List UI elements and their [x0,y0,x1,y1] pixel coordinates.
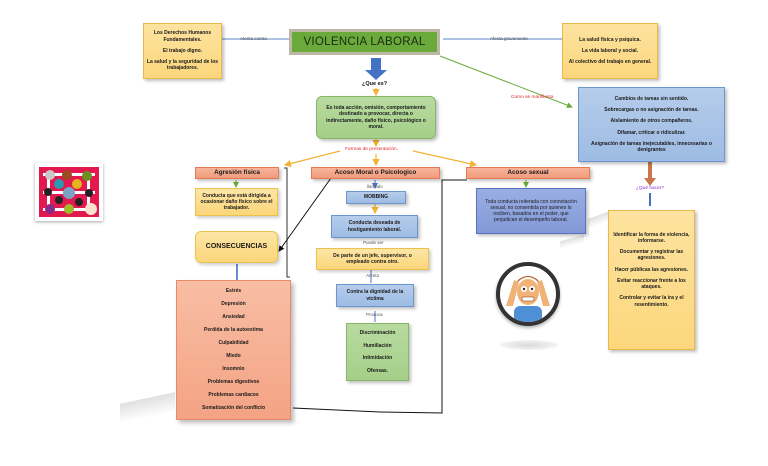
rights-item: La salud y la seguridad de los trabajado… [146,59,219,72]
label-que-es: ¿Que es? [362,81,388,87]
consequence-item: Depresión [221,301,246,308]
main-title: VIOLENCIA LABORAL [289,29,440,55]
what-to-do-item: Evitar reaccionar frente a los ataques. [617,277,686,290]
what-to-do-item: Identificar la forma de violencia, infor… [613,231,690,244]
affects-item: La vida laboral y social. [581,47,639,54]
affects-item: La salud física y psíquica. [579,36,641,43]
effects-box: Discriminación Humillación Intimidación … [346,323,409,381]
label-atenta-contra: Atenta contra [240,36,267,41]
manifestation-item: Aislamiento de otros compañeros. [610,118,693,125]
manifestation-item: Sobrecargas o no asignación de tareas. [604,107,699,113]
source-text: De parte de un jefe, supervisor, o emple… [333,252,412,265]
physical-description-text: Conducta que está dirigida a ocasionar d… [200,192,273,212]
effect-item: Humillación [363,342,392,349]
label-atenta: Atenta [366,273,380,278]
physical-header: Agresión física [195,167,279,179]
consequence-item: Somatización del conflicto [201,405,266,412]
consequence-item: Problemas digestivos [207,379,260,386]
big-arrow-down [365,58,387,80]
label-provoca: Provoca [366,312,383,317]
conduct-text: Conducta deseada de hostigamiento labora… [347,220,402,233]
rights-box: Los Derechos Humanos Fundamentales. El t… [143,23,222,79]
manifestation-item: Asignación de tareas inejecutables, inne… [591,140,712,153]
consequence-item: Miedo [226,353,241,360]
effect-item: Discriminación [359,330,396,337]
definition-text: Es toda acción, omisión, comportamiento … [326,105,426,130]
label-llamado: llamado [367,184,383,189]
board-game-illustration [35,163,103,221]
consequence-item: Perdida de la autoestima [204,327,263,334]
main-title-text: VIOLENCIA LABORAL [303,36,426,48]
consequence-item: Culpabilidad [218,340,249,347]
rights-item: El trabajo digno. [162,47,203,54]
label-que-hacer: ¿Qué hacer? [636,186,664,191]
label-formas-presentacion: Formas de presentación. [345,147,399,152]
source-box: De parte de un jefe, supervisor, o emple… [316,248,429,270]
manifestation-item: Cambios de tareas sin sentido. [614,95,689,102]
consequence-item: Problemas cardíacos [208,392,259,399]
sexual-description-text: Toda conducta reiterada con connotación … [485,198,577,224]
label-afecta-gravemente: Afecta gravemente [490,36,528,41]
sexual-header-text: Acoso sexual [507,169,549,176]
consequence-item: Ansiedad [222,314,245,321]
conduct-box: Conducta deseada de hostigamiento labora… [331,215,418,238]
effect-item: Intimidación [362,355,393,362]
consequence-item: Insomnio [222,366,245,373]
consequence-item: Estrés [225,288,242,295]
affects-box: La salud física y psíquica. La vida labo… [562,23,658,79]
what-to-do-item: Controlar y evitar la ira y el resentimi… [619,295,684,308]
manifestation-item: Difamar, criticar o ridiculizar. [617,129,686,136]
rights-item: Los Derechos Humanos Fundamentales. [153,30,212,43]
moral-header-text: Acoso Moral o Psicologico [334,169,417,176]
what-to-do-item: Hacer públicas las agresiones. [614,266,689,273]
physical-description: Conducta que está dirigida a ocasionar d… [195,188,278,216]
sexual-header: Acoso sexual [466,167,590,179]
shadow [120,392,175,424]
affects-item: Al colectivo del trabajo en general. [568,59,652,66]
dignity-box: Contra la dignidad de la víctima [336,284,414,307]
dignity-text: Contra la dignidad de la víctima [346,289,404,302]
stressed-worker-icon [506,276,550,322]
board-game-icon [43,170,97,215]
label-puede-ser: Puede ser [363,240,384,245]
physical-header-text: Agresión física [214,169,260,176]
stressed-worker-illustration [496,262,560,326]
shadow [588,210,610,230]
mobbing-text: MOBBING [363,194,389,201]
shadow [560,234,584,250]
manifestations-box: Cambios de tareas sin sentido. Sobrecarg… [578,87,725,162]
label-como-se-manifiesta: Como se manifiesta [511,95,554,100]
definition-box: Es toda acción, omisión, comportamiento … [316,96,436,139]
effect-item: Ofensas. [366,367,389,374]
sexual-description: Toda conducta reiterada con connotación … [476,188,586,234]
consequences-header-text: CONSECUENCIAS [205,242,268,250]
what-to-do-item: Documentar y registrar las agresiones. [619,249,684,262]
mobbing-box: MOBBING [346,191,406,204]
avatar-shadow [500,340,558,350]
consequences-list: Estrés Depresión Ansiedad Perdida de la … [176,280,291,420]
what-to-do-box: Identificar la forma de violencia, infor… [608,210,695,350]
consequences-header: CONSECUENCIAS [195,231,278,263]
moral-header: Acoso Moral o Psicologico [311,167,440,179]
